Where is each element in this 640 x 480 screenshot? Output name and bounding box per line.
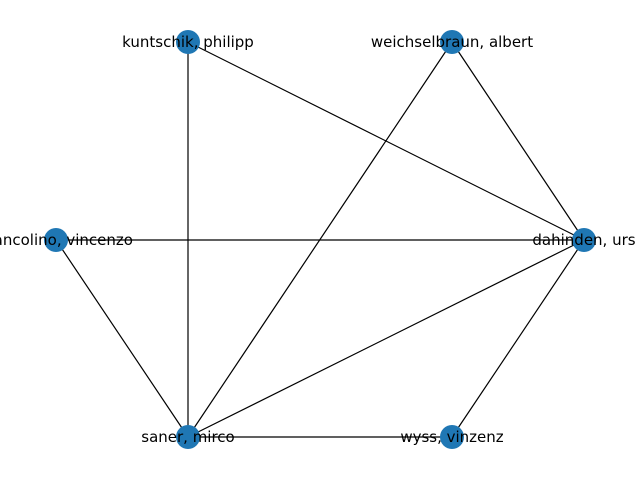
node-mancolino [44, 228, 68, 252]
edges-layer [55, 41, 585, 438]
node-label-kuntschik: kuntschik, philipp [122, 33, 254, 51]
node-label-saner: saner, mirco [141, 428, 235, 446]
node-wyss [440, 425, 464, 449]
node-label-weichselbraun: weichselbraun, albert [371, 33, 533, 51]
labels-layer: kuntschik, philipp weichselbraun, albert d… [0, 33, 636, 446]
node-label-mancolino: mancolino, vincenzo [0, 231, 133, 249]
node-dahinden [572, 228, 596, 252]
edge-weichselbraun-dahinden [451, 41, 585, 241]
edge-dahinden-saner [187, 239, 585, 438]
edge-dahinden-wyss [451, 239, 585, 438]
nodes-layer [44, 30, 596, 449]
node-label-dahinden: dahinden, urs [532, 231, 635, 249]
edge-mancolino-saner [55, 239, 189, 438]
node-label-wyss: wyss, vinzenz [400, 428, 503, 446]
node-kuntschik [176, 30, 200, 54]
node-weichselbraun [440, 30, 464, 54]
node-saner [176, 425, 200, 449]
